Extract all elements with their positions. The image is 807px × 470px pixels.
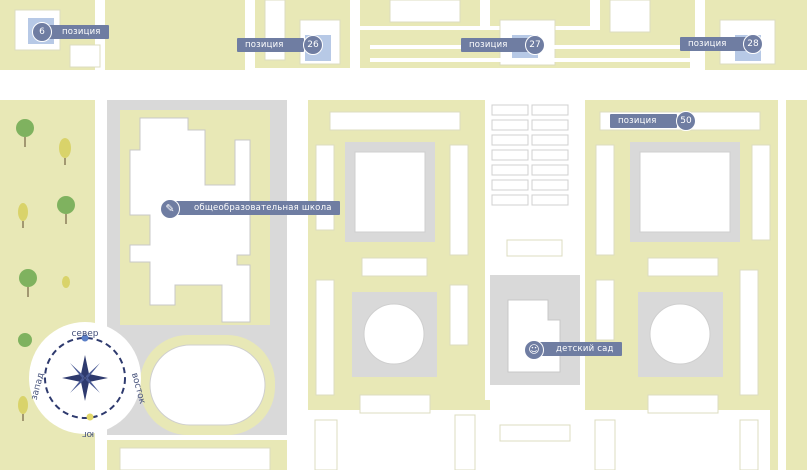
compass: север восток юг запад xyxy=(29,322,147,439)
position-26-badge[interactable]: 26 xyxy=(303,35,323,55)
position-27-label[interactable]: позиция xyxy=(461,38,528,52)
central-district xyxy=(107,100,807,470)
position-6-label[interactable]: позиция xyxy=(40,25,109,39)
compass-north: север xyxy=(71,329,98,339)
position-26-label[interactable]: позиция xyxy=(237,38,304,52)
position-27-badge[interactable]: 27 xyxy=(525,35,545,55)
position-50-label[interactable]: позиция xyxy=(610,114,677,128)
school-label[interactable]: общеобразовательная школа xyxy=(172,201,340,215)
kindergarten-icon[interactable]: ☺ xyxy=(524,340,544,360)
kindergarten-label[interactable]: детский сад xyxy=(534,342,622,356)
trees xyxy=(16,119,75,421)
position-50-badge[interactable]: 50 xyxy=(676,111,696,131)
school-icon[interactable]: ✎ xyxy=(160,199,180,219)
position-28-label[interactable]: позиция xyxy=(680,37,747,51)
top-blocks xyxy=(0,0,807,70)
compass-south: юг xyxy=(82,429,95,439)
position-28-badge[interactable]: 28 xyxy=(743,34,763,54)
position-6-badge[interactable]: 6 xyxy=(32,22,52,42)
